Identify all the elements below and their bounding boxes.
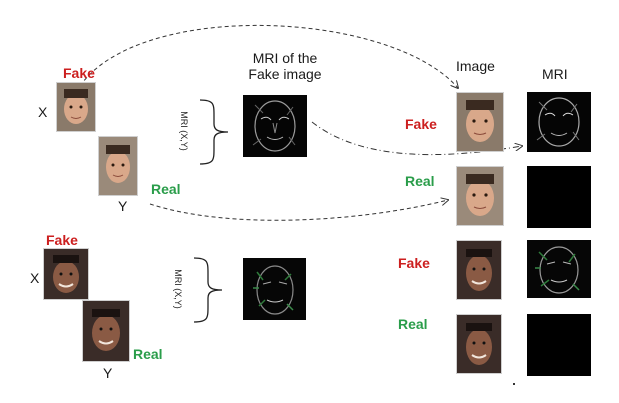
face-image-x-top [56,82,96,132]
row1-mri-image [527,92,591,152]
label-fake-top: Fake [63,65,95,81]
mri-title-line1: MRI of the [252,50,318,66]
row4-label-real: Real [398,316,428,332]
row2-face-image [456,166,504,226]
mri-title: MRI of the Fake image [240,50,330,82]
row4-face-image [456,314,502,374]
row3-label-fake: Fake [398,255,430,271]
label-real-top: Real [151,181,181,197]
stray-dot [513,383,515,385]
row4-mri-black [527,314,591,376]
face-image-x-bottom [43,248,89,300]
label-fake-bottom: Fake [46,232,78,248]
column-header-image: Image [456,58,495,74]
column-header-mri: MRI [542,66,568,82]
row1-label-fake: Fake [405,116,437,132]
row3-mri-image [527,240,591,298]
label-mri-xy-top: MRI (X,Y) [178,111,189,151]
label-mri-xy-bottom: MRI (X,Y) [172,269,183,309]
mri-image-bottom [243,258,306,320]
row3-face-image [456,240,502,300]
row1-face-image [456,92,504,152]
face-image-y-top [98,136,138,196]
arrow-real-to-image [149,200,448,221]
brace-top [199,99,229,165]
label-y-top: Y [118,198,128,214]
brace-bottom [193,257,223,323]
face-image-y-bottom [82,300,130,362]
row2-mri-black [527,166,591,228]
label-y-bottom: Y [103,365,113,381]
label-x-top: X [38,104,48,120]
row2-label-real: Real [405,173,435,189]
mri-image-top [243,95,307,157]
label-real-bottom: Real [133,346,163,362]
mri-title-line2: Fake image [248,66,322,82]
label-x-bottom: X [30,270,40,286]
